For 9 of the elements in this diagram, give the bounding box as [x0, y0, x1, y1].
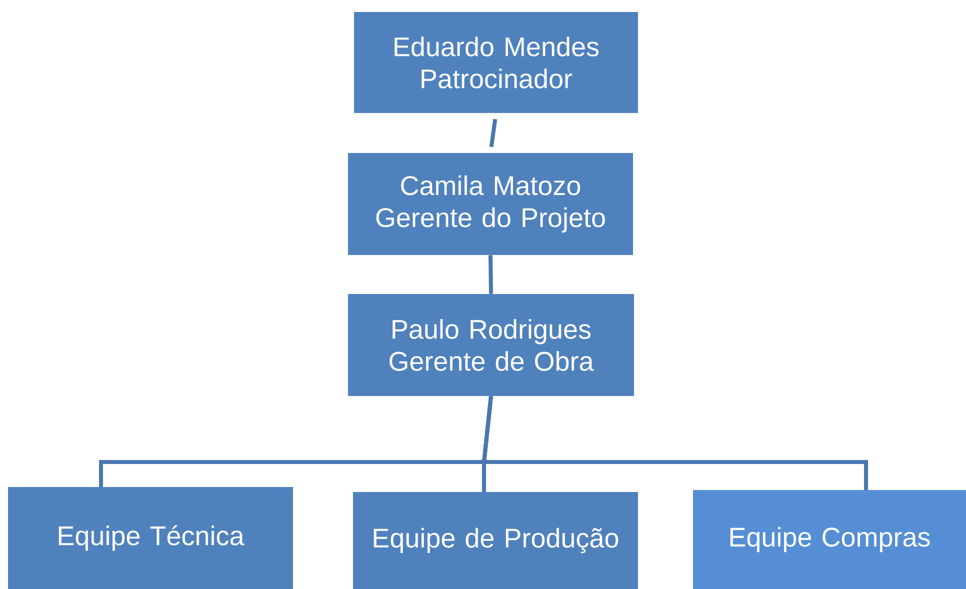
org-box: Eduardo Mendes Patrocinador: [354, 12, 638, 113]
org-box: Equipe Técnica: [8, 487, 293, 589]
org-box: Equipe Compras: [693, 490, 966, 589]
connector-line: [489, 118, 498, 148]
connector-line: [482, 396, 868, 490]
org-box: Camila Matozo Gerente do Projeto: [348, 153, 633, 255]
org-box: Equipe de Produção: [353, 492, 638, 589]
connector-line: [488, 255, 493, 294]
org-box: Paulo Rodrigues Gerente de Obra: [348, 294, 634, 396]
